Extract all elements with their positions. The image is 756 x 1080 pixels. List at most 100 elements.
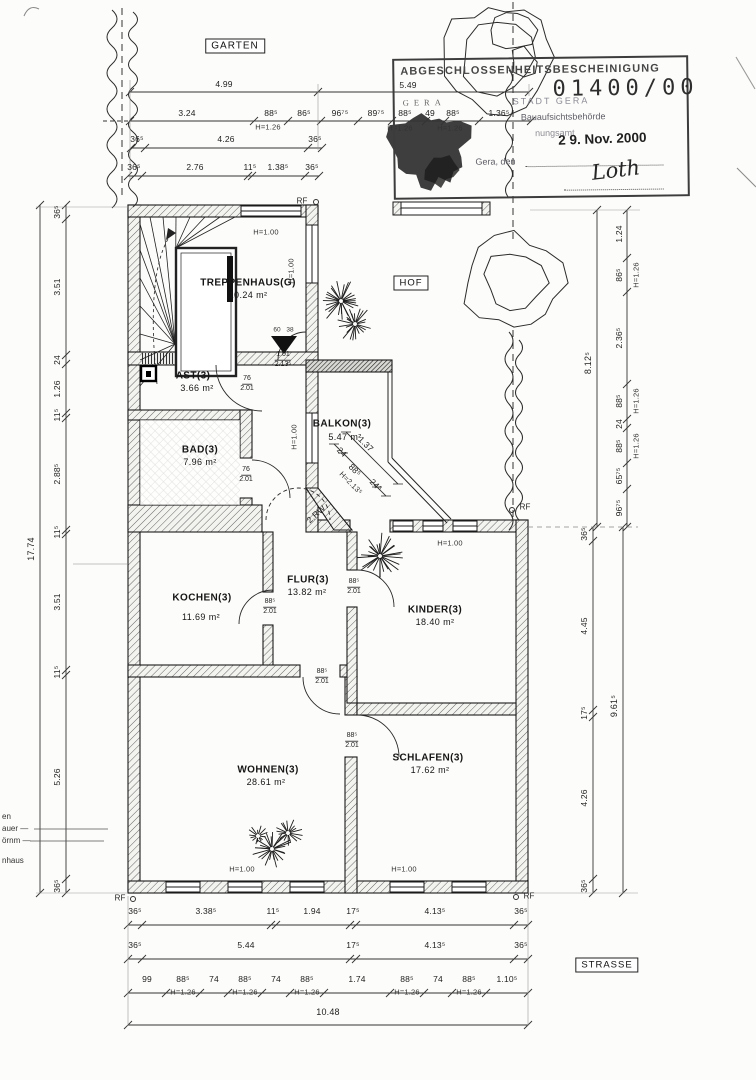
dim-total-label: 10.48 xyxy=(316,1007,340,1017)
dim-label: 4.26 xyxy=(579,789,589,807)
margin-note: örnm — xyxy=(2,836,31,845)
dim-label: 4.26 xyxy=(217,134,235,144)
door-height: 2.01 xyxy=(240,384,254,392)
dim-label: 24 xyxy=(52,355,62,365)
rf-marker: RF xyxy=(296,196,308,206)
window-height-label: H=1.26 xyxy=(170,987,196,997)
stamp-authority-dept: Bauaufsichtsbehörde xyxy=(520,111,606,123)
dim-label: 1.24 xyxy=(614,225,624,243)
door-height: 2.01 xyxy=(345,741,359,749)
rf-marker: RF xyxy=(523,891,535,901)
dim-label: 36⁵ xyxy=(128,940,142,950)
dim-label: 1.10⁵ xyxy=(496,974,518,984)
dim-label: 1.38⁵ xyxy=(267,162,289,172)
dimension-lines xyxy=(30,80,640,1030)
window-height-label: H=1.00 xyxy=(289,424,299,450)
dim-label: 2.36⁵ xyxy=(614,327,624,349)
dim-label: 86⁵ xyxy=(614,268,624,282)
room-area-kinder: 18.40 m² xyxy=(415,617,455,627)
column-symbol xyxy=(139,364,158,383)
dim-label: 17⁵ xyxy=(346,906,360,916)
dim-label: 36⁵ xyxy=(514,906,528,916)
stairs xyxy=(139,216,238,387)
dim-label: 11⁵ xyxy=(52,665,62,679)
margin-note: en xyxy=(2,812,11,821)
dim-label: 1.36⁵ xyxy=(488,108,510,118)
stamp-signature-line xyxy=(563,188,664,191)
rf-marker-dot xyxy=(130,896,136,902)
door-width: 88⁵ xyxy=(315,668,329,678)
room-label-schlafen: SCHLAFEN(3) xyxy=(392,752,464,764)
dim-label: 36⁵ xyxy=(514,940,528,950)
rf-marker: RF xyxy=(519,502,531,512)
dim-label: 5.44 xyxy=(237,940,255,950)
dim-label: 36⁵ xyxy=(128,906,142,916)
dim-label: 1.26 xyxy=(52,380,62,398)
dim-label: 4.99 xyxy=(215,79,233,89)
dim-label: 88⁵ xyxy=(446,108,460,118)
dim-label: 88⁵ xyxy=(176,974,190,984)
dim-label: 17⁵ xyxy=(346,940,360,950)
dim-label: 88⁵ xyxy=(462,974,476,984)
garten-label: GARTEN xyxy=(205,38,265,54)
rf-marker-dot xyxy=(513,894,519,900)
dim-label: 24 xyxy=(614,419,624,429)
dim-label: 4.45 xyxy=(579,617,589,635)
bad-tile-texture xyxy=(140,420,240,505)
balcony-railing xyxy=(387,372,452,524)
window-height-label: H=1.00 xyxy=(229,864,255,874)
entrance-marker-triangle xyxy=(271,336,297,354)
dim-label: 89⁷⁵ xyxy=(367,108,385,118)
dim-label: 36⁵ xyxy=(130,134,144,144)
window-height-label: H=1.00 xyxy=(391,864,417,874)
room-area-flur: 13.82 m² xyxy=(287,587,327,597)
dim-label: 74 xyxy=(433,974,443,984)
rf-marker-dot xyxy=(313,199,319,205)
room-area-balkon: 5.47 m² xyxy=(328,432,362,442)
door-height: 2.13⁵ xyxy=(274,360,292,368)
window-height-label: H=1.26 xyxy=(631,388,641,414)
dim-label: 96⁷⁵ xyxy=(614,499,624,517)
entry-step-number: 38 xyxy=(286,326,294,334)
door-width: 76 xyxy=(242,375,252,385)
room-label-bad: BAD(3) xyxy=(181,444,219,456)
window-height-label: H=1.26 xyxy=(255,122,281,132)
dim-total-label: 17.74 xyxy=(26,537,36,561)
dim-label: 3.38⁵ xyxy=(195,906,217,916)
door-swings xyxy=(215,331,400,758)
dim-label: 88⁵ xyxy=(300,974,314,984)
stamp-date: 2 9. Nov. 2000 xyxy=(557,129,647,148)
dim-label: 4.13⁵ xyxy=(424,906,446,916)
window-height-label: H=1.00 xyxy=(286,258,296,284)
room-area-schlafen: 17.62 m² xyxy=(410,765,450,775)
strasse-label: STRASSE xyxy=(575,957,639,973)
dim-label: 3.51 xyxy=(52,278,62,296)
dim-total-label: 9.61⁵ xyxy=(609,694,619,718)
room-label-kochen: KOCHEN(3) xyxy=(172,592,232,604)
dim-label: 96⁷⁵ xyxy=(331,108,349,118)
stamp-authority-city: STADT GERA xyxy=(512,95,590,107)
window-height-label: H=1.26 xyxy=(294,987,320,997)
dim-label: 88⁵ xyxy=(614,439,624,453)
windows xyxy=(165,201,491,893)
hof-label: HOF xyxy=(393,275,429,291)
window-height-label: H=1.00 xyxy=(253,227,279,237)
dim-label: 4.13⁵ xyxy=(424,940,446,950)
boundary-lines xyxy=(106,2,523,531)
dim-label: 11⁵ xyxy=(52,408,62,422)
dim-label: 11⁵ xyxy=(243,162,257,172)
dim-label: 88⁵ xyxy=(264,108,278,118)
scan-artifacts xyxy=(23,7,756,188)
dim-label: 2.88⁵ xyxy=(52,463,62,485)
margin-note: nhaus xyxy=(2,856,24,865)
dim-label: 36⁵ xyxy=(52,879,62,893)
dim-label: 88⁵ xyxy=(614,394,624,408)
